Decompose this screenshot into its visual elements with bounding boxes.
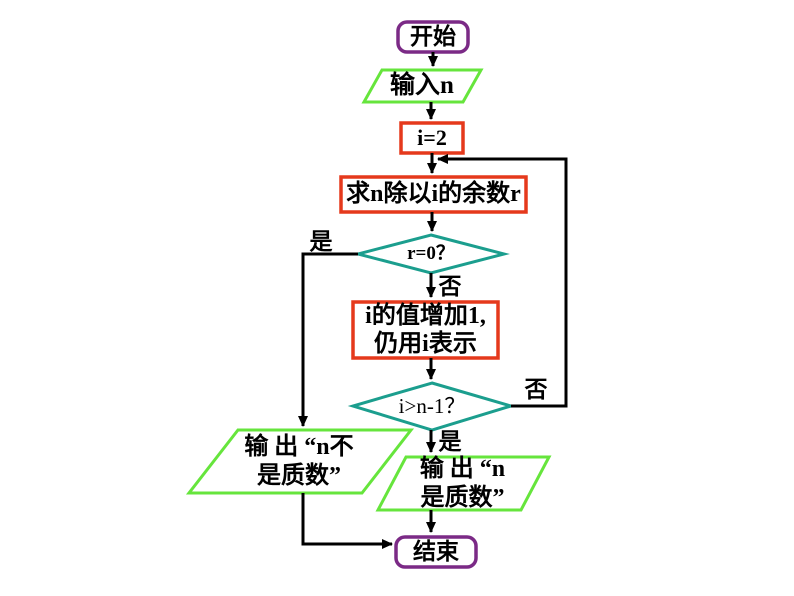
output-not-prime-line-2: 是质数” — [257, 462, 341, 489]
start-node-label: 开始 — [410, 24, 456, 50]
arrow-check-i-no-loopback — [437, 154, 568, 408]
arrow-output-not-prime-to-end — [301, 493, 393, 549]
edge-label-r-no: 否 — [438, 274, 462, 300]
edge-label-i-yes: 是 — [438, 429, 462, 455]
output-prime-line-2: 是质数” — [420, 484, 505, 511]
remainder-node-shape — [339, 175, 528, 214]
edge-label-r-yes: 是 — [309, 229, 333, 255]
remainder-node-label: 求n除以i的余数r — [346, 181, 521, 208]
output-prime-node-label: 输 出 “n 是质数” — [377, 456, 548, 511]
edge-label-i-no: 否 — [524, 377, 548, 403]
output-prime-node-shape — [375, 455, 552, 512]
increment-node-label: i的值增加1, 仍用i表示 — [353, 302, 498, 358]
check-r-node-label: r=0？ — [407, 242, 455, 264]
init-node-label: i=2 — [417, 125, 447, 151]
increment-line-1: i的值增加1, — [365, 302, 486, 329]
end-node-label: 结束 — [413, 539, 459, 565]
increment-line-2: 仍用i表示 — [374, 331, 477, 357]
arrow-check-r-yes-to-output-not-prime — [298, 252, 358, 427]
input-node-shape — [361, 68, 484, 104]
output-not-prime-line-1: 输 出 “n不 — [244, 434, 354, 461]
output-not-prime-node-shape — [185, 428, 415, 495]
input-node-label: 输入n — [390, 72, 454, 100]
output-not-prime-node-label: 输 出 “n不 是质数” — [214, 430, 384, 493]
output-prime-line-1: 输 出 “n — [419, 456, 506, 483]
check-i-node-label: i>n-1？ — [398, 394, 466, 419]
increment-node-shape — [351, 300, 500, 360]
end-node-shape — [394, 535, 478, 569]
